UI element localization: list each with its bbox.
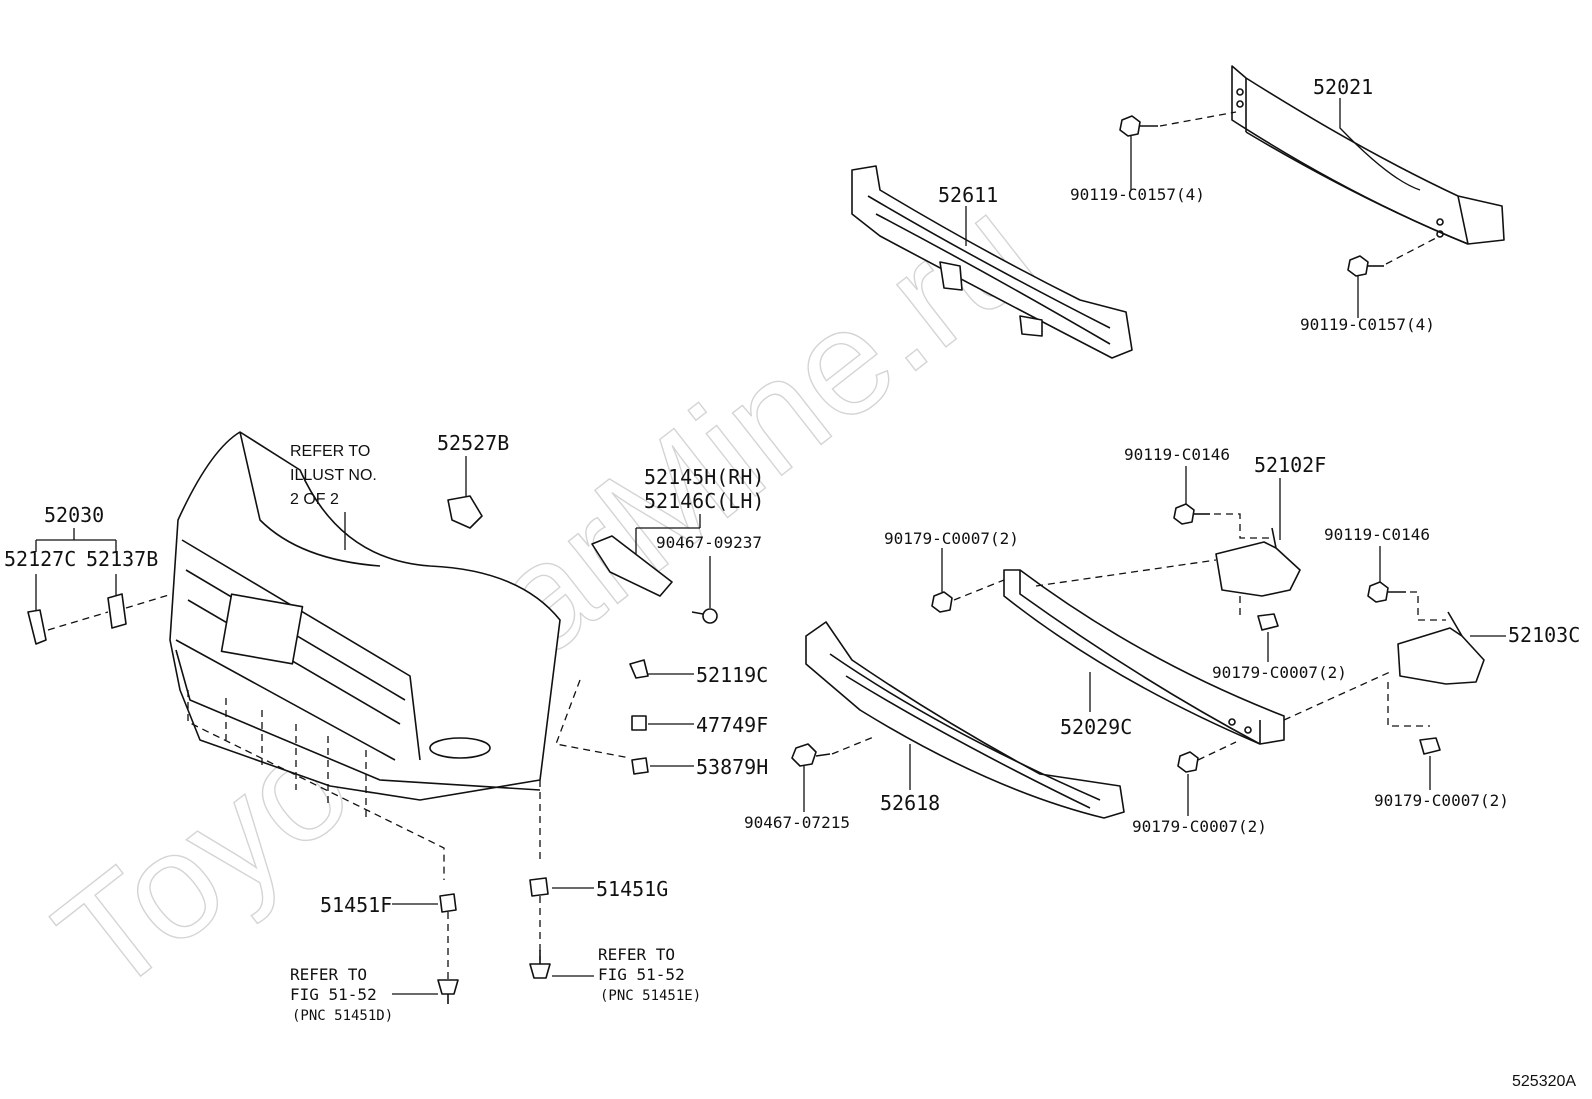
bracket-52527B[interactable]	[447, 495, 483, 529]
label-52146C: 52146C(LH)	[644, 489, 764, 513]
label-52527B: 52527B	[437, 431, 509, 455]
bolt-icon	[1119, 115, 1158, 137]
refer-right-line3: (PNC 51451E)	[600, 988, 701, 1004]
bolt-51451D	[437, 979, 459, 1004]
label-51451G: 51451G	[596, 877, 668, 901]
nut-icon	[1177, 751, 1199, 773]
label-52102F: 52102F	[1254, 453, 1326, 477]
label-90179-C0007-mid: 90179-C0007(2)	[1212, 663, 1347, 682]
refer-illust-line1: REFER TO	[290, 443, 370, 460]
label-90119-C0157-mid: 90119-C0157(4)	[1300, 315, 1435, 334]
clip-52137B[interactable]	[107, 593, 127, 629]
retainer-52145H[interactable]	[591, 535, 673, 597]
bolt-icon	[1367, 581, 1406, 603]
label-90119-C0157-top: 90119-C0157(4)	[1070, 185, 1205, 204]
refer-illust-line3: 2 OF 2	[290, 491, 339, 508]
refer-illust-line2: ILLUST NO.	[290, 467, 377, 484]
label-90119-C0146-b: 90119-C0146	[1324, 525, 1430, 544]
nut-icon	[1419, 737, 1441, 755]
bolt-icon	[1347, 255, 1384, 277]
label-90119-C0146-a: 90119-C0146	[1124, 445, 1230, 464]
label-52618: 52618	[880, 791, 940, 815]
label-90179-C0007-bottom: 90179-C0007(2)	[1132, 817, 1267, 836]
label-53879H: 53879H	[696, 755, 768, 779]
nut-53879H[interactable]	[631, 757, 649, 775]
nut-47749F[interactable]	[631, 715, 647, 731]
bracket-52103C[interactable]	[1397, 611, 1485, 685]
refer-left-line1: REFER TO	[290, 965, 367, 984]
label-51451F: 51451F	[320, 893, 392, 917]
refer-right-line2: FIG 51-52	[598, 965, 685, 984]
label-52029C: 52029C	[1060, 715, 1132, 739]
clip-51451G[interactable]	[529, 877, 549, 897]
clip-51451F[interactable]	[439, 893, 457, 913]
label-52119C: 52119C	[696, 663, 768, 687]
label-52103C: 52103C	[1508, 623, 1580, 647]
label-90179-C0007-left: 90179-C0007(2)	[884, 529, 1019, 548]
screw-icon	[791, 743, 831, 767]
label-90467-09237: 90467-09237	[656, 533, 762, 552]
label-47749F: 47749F	[696, 713, 768, 737]
label-52611: 52611	[938, 183, 998, 207]
nut-icon	[1257, 613, 1279, 631]
label-90467-07215: 90467-07215	[744, 813, 850, 832]
refer-right-line1: REFER TO	[598, 945, 675, 964]
label-52137B: 52137B	[86, 547, 158, 571]
clip-52127C[interactable]	[27, 609, 47, 645]
bolt-icon	[1173, 503, 1210, 525]
reinforcement-52029C[interactable]	[1003, 569, 1285, 745]
label-90179-C0007-right: 90179-C0007(2)	[1374, 791, 1509, 810]
figure-code: 525320A	[1512, 1073, 1576, 1090]
label-52145H: 52145H(RH)	[644, 465, 764, 489]
nut-icon	[931, 591, 953, 613]
bracket-52102F[interactable]	[1215, 527, 1301, 597]
bolt-51451E	[529, 950, 551, 979]
absorber-52611[interactable]	[851, 165, 1133, 359]
screw-icon	[691, 608, 718, 624]
refer-left-line2: FIG 51-52	[290, 985, 377, 1004]
front-bumper-cover[interactable]	[169, 431, 561, 801]
label-52030: 52030	[44, 503, 104, 527]
refer-left-line3: (PNC 51451D)	[292, 1008, 393, 1024]
absorber-52618[interactable]	[805, 621, 1125, 819]
clip-52119C[interactable]	[629, 659, 649, 679]
label-52021: 52021	[1313, 75, 1373, 99]
label-52127C: 52127C	[4, 547, 76, 571]
